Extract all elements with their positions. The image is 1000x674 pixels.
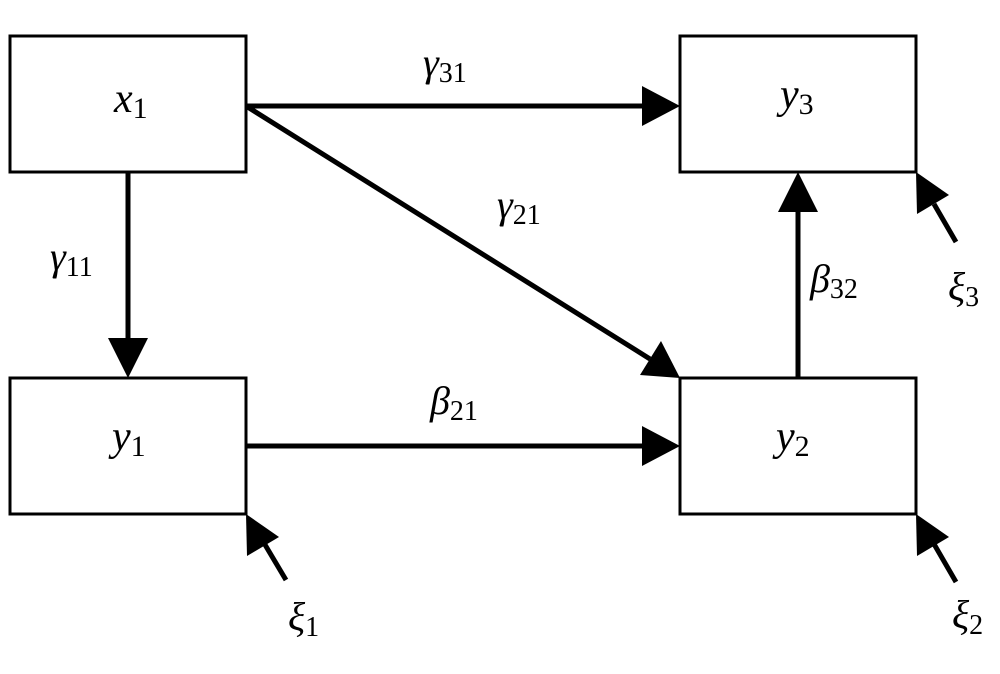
error-e1-label: ξ1 (288, 594, 319, 643)
edge-x1-y1-label: γ11 (50, 234, 93, 283)
error-e1-line (261, 541, 289, 582)
error-e3-line (931, 202, 959, 244)
edge-y2-y3-label: β32 (809, 256, 858, 305)
error-e1-arrowhead (246, 514, 279, 556)
edge-x1-y2-arrowhead (640, 341, 680, 378)
error-e2-line (931, 542, 959, 584)
edge-x1-y2-label: γ21 (497, 182, 541, 231)
error-e2-label: ξ2 (952, 592, 983, 641)
edge-x1-y3-arrowhead (642, 86, 680, 126)
node-y3-box (678, 34, 918, 174)
edge-x1-y3-label: γ31 (423, 40, 467, 89)
edge-x1-y2-line (244, 103, 652, 362)
node-x1-label: x1 (113, 76, 148, 125)
edge-x1-y1-arrowhead (108, 338, 148, 378)
error-e3-arrowhead (916, 172, 949, 214)
node-y2-box (678, 376, 918, 516)
error-e3-label: ξ3 (948, 264, 979, 313)
error-e2-arrowhead (916, 514, 949, 556)
node-y3-label: y3 (776, 72, 814, 121)
node-y1-label: y1 (108, 414, 146, 463)
edge-y1-y2-label: β21 (429, 378, 478, 427)
node-y2-label: y2 (772, 414, 810, 463)
edge-y2-y3-arrowhead (778, 172, 818, 212)
node-x1-box (8, 34, 248, 174)
edge-y1-y2-arrowhead (642, 426, 680, 466)
